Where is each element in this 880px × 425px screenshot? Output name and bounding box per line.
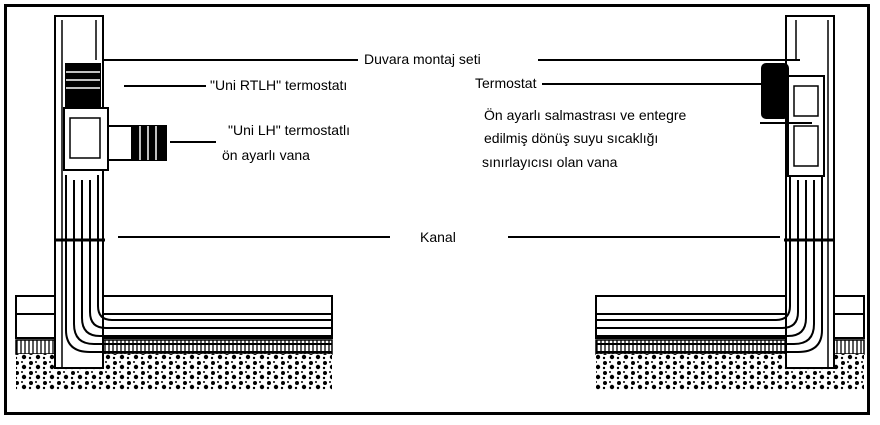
left-rtlh-thermostat xyxy=(65,63,101,109)
right-thermostat xyxy=(761,63,789,119)
leader-lines xyxy=(103,59,812,238)
right-installation xyxy=(595,15,865,390)
label-thermostat: Termostat xyxy=(475,75,537,91)
right-wall xyxy=(785,15,835,369)
label-channel: Kanal xyxy=(420,229,456,245)
label-valve-line1: Ön ayarlı salmastrası ve entegre xyxy=(484,107,687,123)
right-pipes xyxy=(596,175,823,353)
label-uni-lh-line2: ön ayarlı vana xyxy=(222,147,310,163)
left-lh-thermostat-head xyxy=(131,125,167,161)
label-uni-lh-line1: "Uni LH" termostatlı xyxy=(228,122,350,138)
label-uni-rtlh-thermostat: "Uni RTLH" termostatı xyxy=(210,77,348,93)
label-valve-line3: sınırlayıcısı olan vana xyxy=(482,154,618,170)
label-valve-line2: edilmiş dönüş suyu sıcaklığı xyxy=(484,130,659,146)
label-wall-kit: Duvara montaj seti xyxy=(364,51,481,67)
left-pipes xyxy=(65,175,332,353)
left-installation xyxy=(15,15,333,390)
